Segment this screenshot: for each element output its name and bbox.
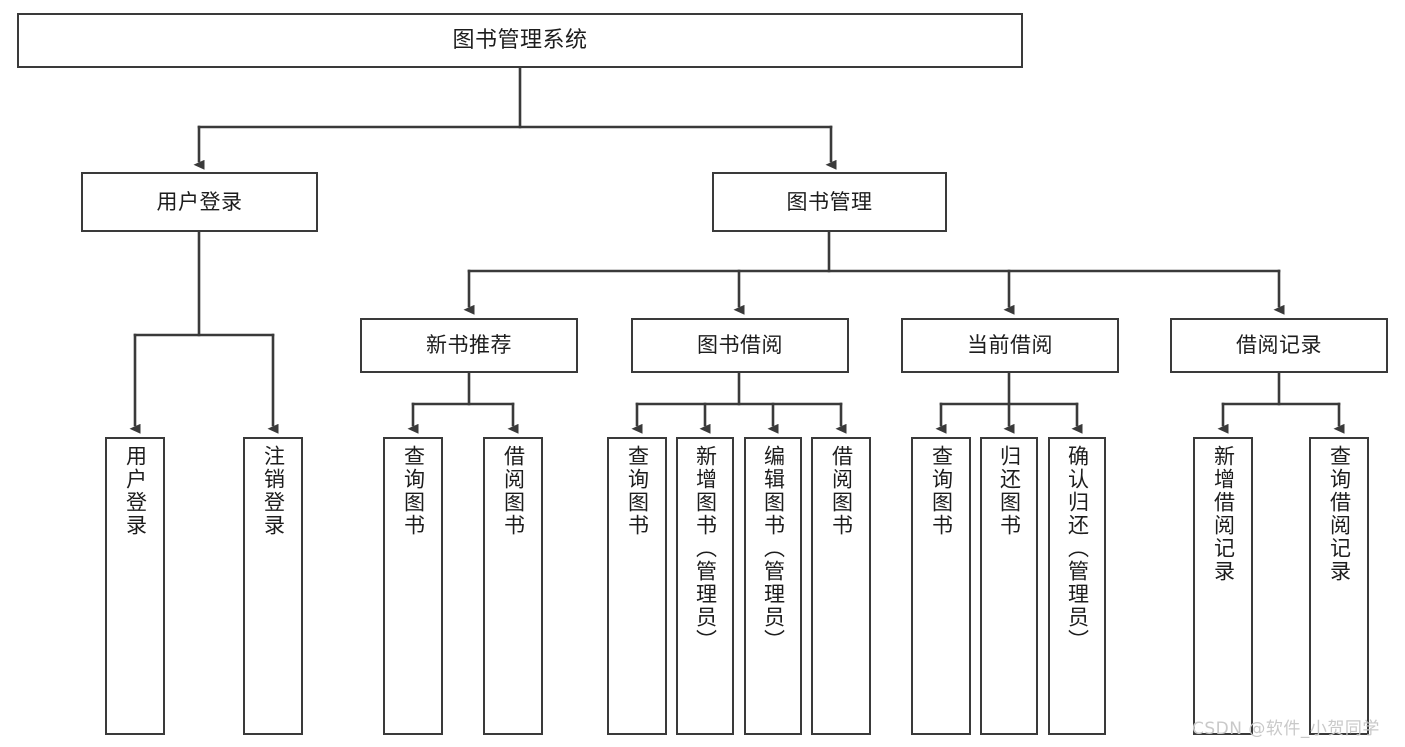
leaf-current-borrow-confirm-return-admin[interactable]: 确认归还（管理员） bbox=[1048, 437, 1106, 735]
node-label: 图书管理系统 bbox=[452, 27, 588, 53]
leaf-new-book-query-book[interactable]: 查询图书 bbox=[383, 437, 443, 735]
node-label: 查询图书 bbox=[625, 445, 650, 537]
node-label: 用户登录 bbox=[123, 445, 148, 537]
node-book-management[interactable]: 图书管理 bbox=[712, 172, 947, 232]
node-label: 查询图书 bbox=[401, 445, 426, 537]
leaf-new-book-borrow-book[interactable]: 借阅图书 bbox=[483, 437, 543, 735]
csdn-watermark: CSDN @软件_小贺同学 bbox=[1192, 719, 1380, 739]
node-label: 新书推荐 bbox=[426, 333, 512, 358]
node-book-borrow[interactable]: 图书借阅 bbox=[631, 318, 849, 373]
node-label: 用户登录 bbox=[156, 189, 243, 214]
leaf-book-borrow-query-book[interactable]: 查询图书 bbox=[607, 437, 667, 735]
node-current-borrow[interactable]: 当前借阅 bbox=[901, 318, 1119, 373]
node-root-book-management-system[interactable]: 图书管理系统 bbox=[17, 13, 1023, 68]
leaf-book-borrow-borrow-book[interactable]: 借阅图书 bbox=[811, 437, 871, 735]
leaf-current-borrow-query-book[interactable]: 查询图书 bbox=[911, 437, 971, 735]
node-label: 查询图书 bbox=[929, 445, 954, 537]
node-label: 图书管理 bbox=[786, 189, 873, 214]
node-new-book-recommend[interactable]: 新书推荐 bbox=[360, 318, 578, 373]
node-label: 借阅图书 bbox=[501, 445, 526, 537]
node-label: 注销登录 bbox=[261, 445, 286, 537]
node-label: 新增图书（管理员） bbox=[693, 445, 718, 652]
node-label: 图书借阅 bbox=[697, 333, 783, 358]
leaf-user-login-login[interactable]: 用户登录 bbox=[105, 437, 165, 735]
leaf-current-borrow-return-book[interactable]: 归还图书 bbox=[980, 437, 1038, 735]
leaf-book-borrow-add-book-admin[interactable]: 新增图书（管理员） bbox=[676, 437, 734, 735]
leaf-borrow-record-query-record[interactable]: 查询借阅记录 bbox=[1309, 437, 1369, 735]
node-label: 新增借阅记录 bbox=[1211, 445, 1236, 583]
leaf-user-login-logout[interactable]: 注销登录 bbox=[243, 437, 303, 735]
leaf-borrow-record-add-record[interactable]: 新增借阅记录 bbox=[1193, 437, 1253, 735]
node-label: 当前借阅 bbox=[967, 333, 1053, 358]
node-label: 借阅记录 bbox=[1236, 333, 1322, 358]
leaf-book-borrow-edit-book-admin[interactable]: 编辑图书（管理员） bbox=[744, 437, 802, 735]
node-label: 查询借阅记录 bbox=[1327, 445, 1352, 583]
node-label: 借阅图书 bbox=[829, 445, 854, 537]
node-user-login[interactable]: 用户登录 bbox=[81, 172, 318, 232]
node-label: 归还图书 bbox=[997, 445, 1022, 537]
node-label: 确认归还（管理员） bbox=[1065, 445, 1090, 652]
node-borrow-record[interactable]: 借阅记录 bbox=[1170, 318, 1388, 373]
node-label: 编辑图书（管理员） bbox=[761, 445, 786, 652]
